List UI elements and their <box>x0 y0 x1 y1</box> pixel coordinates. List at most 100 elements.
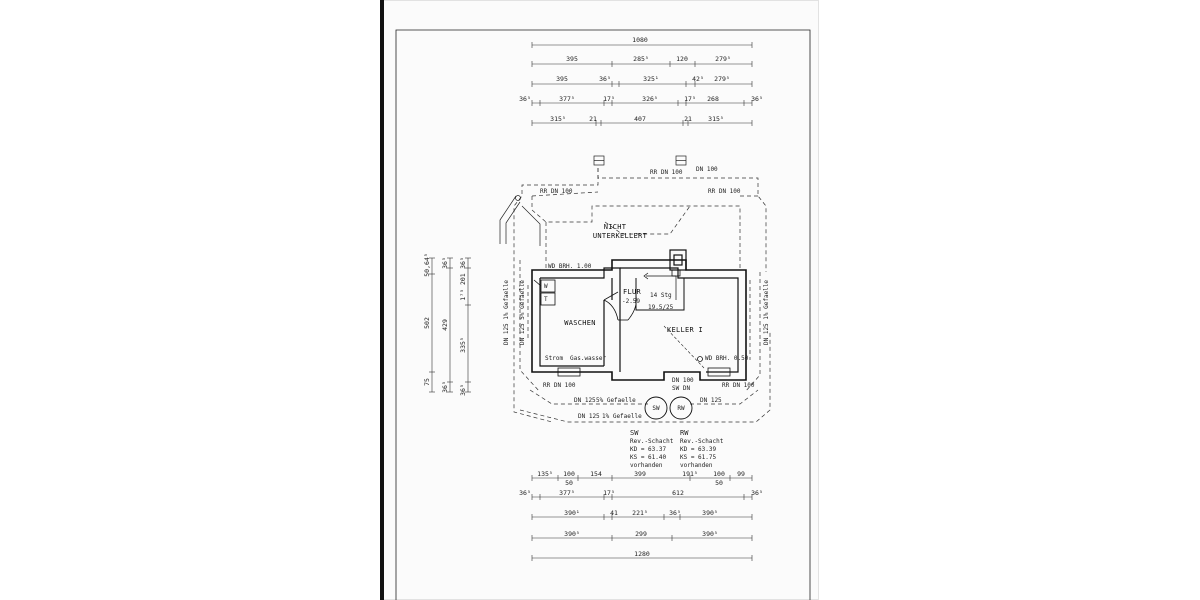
dim-left-3-1: 36⁵ <box>459 257 467 269</box>
label-t: T <box>544 296 548 303</box>
dim-bot-2-4: 612 <box>672 489 684 497</box>
dim-bot-1-2: 100 <box>563 470 575 478</box>
dim-top-5-1: 315⁵ <box>550 115 566 123</box>
room-nicht-unterkellert-2: UNTERKELLERT <box>593 232 648 240</box>
label-rr-dn100-4: RR DN 100 <box>543 382 576 389</box>
shaft-sw-ks: KS = 61.40 <box>630 454 667 461</box>
dim-left-1-1: 50,64⁵ <box>423 253 431 276</box>
dim-bot-1-6: 100 <box>713 470 725 478</box>
bottom-dimensions <box>531 475 753 561</box>
sheet-edge <box>380 0 384 600</box>
label-stairs-ratio: 19.5/25 <box>648 304 674 311</box>
left-dimensions <box>429 257 471 393</box>
shaft-rw-status: vorhanden <box>680 462 713 469</box>
room-flur: FLUR <box>623 288 642 296</box>
dim-bot-3-4: 36⁵ <box>669 509 681 517</box>
dim-left-2-1: 36⁵ <box>441 257 449 269</box>
dim-bot-2-1: 36⁵ <box>519 489 531 497</box>
label-right-pipe: DN 125 1% Gefaelle <box>763 280 770 345</box>
dim-top-4-1: 36⁵ <box>519 95 531 103</box>
dim-top-2-4: 279⁵ <box>715 55 731 63</box>
label-gefaelle-5: 5% Gefaelle <box>596 397 636 404</box>
label-wd-brh-left: WD BRH. 1.00 <box>548 263 592 270</box>
label-stairs-count: 14 Stg <box>650 292 672 299</box>
dim-left-1-3: 75 <box>423 378 431 386</box>
top-dimensions <box>531 42 753 126</box>
label-w: W <box>544 283 548 290</box>
dim-bot-4-3: 390⁵ <box>702 530 718 538</box>
stair-landing-marker <box>671 269 681 277</box>
top-dimension-labels: 1080 395 285⁵ 120 279⁵ 395 36⁵ 325¹ 42⁵ … <box>519 36 763 123</box>
dim-top-5-3: 407 <box>634 115 646 123</box>
dim-bot-2-3: 17⁵ <box>603 489 615 497</box>
label-dn125-bottom: DN 125 <box>578 413 600 420</box>
label-left-pipe-2: DN 125 5% Gefaelle <box>519 280 526 345</box>
dim-top-3-3: 325¹ <box>643 75 659 83</box>
dim-bot-1-4: 399 <box>634 470 646 478</box>
dim-top-5-2: 21 <box>589 115 597 123</box>
left-dimension-labels: 50,64⁵ 502 75 36⁵ 429 36⁵ 36⁵ 1⁷⁵ 201 33… <box>423 253 467 396</box>
rw-manhole <box>669 396 693 420</box>
dim-bot-3-1: 390¹ <box>564 509 580 517</box>
shaft-info-sw: SW Rev.-Schacht KD = 63.37 KS = 61.40 vo… <box>630 429 674 469</box>
label-rr-dn100-5: RR DN 100 <box>722 382 755 389</box>
label-dn100-top: DN 100 <box>696 166 718 173</box>
dim-bot-3-5: 390⁵ <box>702 509 718 517</box>
label-sw-dn: SW DN <box>672 385 690 392</box>
label-gefaelle-1: 1% Gefaelle <box>602 413 642 420</box>
flur-door <box>603 291 637 321</box>
dim-bot-1-7: 99 <box>737 470 745 478</box>
dim-left-3-2: 1⁷⁵ 201 <box>459 273 467 300</box>
shaft-rw-type: Rev.-Schacht <box>680 438 724 445</box>
label-gas-wasser: Gas.wasser <box>570 355 607 362</box>
dim-top-4-7: 36⁵ <box>751 95 763 103</box>
label-left-pipe-1: DN 125 1% Gefaelle <box>503 280 510 345</box>
dim-bot-5-1: 1280 <box>634 550 650 558</box>
label-dn125-mid: DN 125 <box>574 397 596 404</box>
room-flur-level: -2.59 <box>622 298 640 305</box>
dim-left-2-3: 36⁵ <box>441 381 449 393</box>
dim-top-3-5: 279⁵ <box>714 75 730 83</box>
shaft-rw-kd: KD = 63.39 <box>680 446 717 453</box>
shaft-sw-status: vorhanden <box>630 462 663 469</box>
dim-bot-2-5: 36⁵ <box>751 489 763 497</box>
sw-manhole <box>644 396 668 420</box>
dim-left-2-2: 429 <box>441 319 449 331</box>
light-wells <box>557 367 731 377</box>
pipe-labels: RR DN 100 RR DN 100 DN 100 RR DN 100 WD … <box>503 166 770 420</box>
dim-top-3-1: 395 <box>556 75 568 83</box>
dim-left-1-2: 502 <box>423 317 431 329</box>
dim-top-5-5: 315⁵ <box>708 115 724 123</box>
dim-top-3-2: 36⁵ <box>599 75 611 83</box>
dim-top-4-4: 326⁵ <box>642 95 658 103</box>
shaft-sw-type: Rev.-Schacht <box>630 438 674 445</box>
dim-bot-1-1: 135⁵ <box>537 470 553 478</box>
label-dn125-right: DN 125 <box>700 397 722 404</box>
dim-top-2-1: 395 <box>566 55 578 63</box>
floor-drain <box>697 356 703 362</box>
label-sw-circle: SW <box>652 405 660 412</box>
manholes <box>644 396 693 420</box>
dim-top-4-6: 268 <box>707 95 719 103</box>
room-nicht-unterkellert-1: NICHT <box>604 223 627 231</box>
dim-top-4-3: 17⁵ <box>603 95 615 103</box>
dim-top-2-2: 285⁵ <box>633 55 649 63</box>
washer-dryer-boxes <box>533 279 556 306</box>
bottom-dimension-labels: 135⁵ 100 154 399 191⁵ 100 99 50 50 36⁵ 3… <box>519 470 763 558</box>
dim-bot-3-3: 221⁵ <box>632 509 648 517</box>
dim-left-3-3: 335⁵ <box>459 337 467 353</box>
dim-top-1-1: 1080 <box>632 36 648 44</box>
shaft-sw-kd: KD = 63.37 <box>630 446 667 453</box>
label-rr-dn100-2: RR DN 100 <box>650 169 683 176</box>
dim-bot-1-sub-1: 50 <box>565 479 573 487</box>
roof-outlet-symbols <box>593 155 687 166</box>
label-rr-dn100-1: RR DN 100 <box>540 188 573 195</box>
right-drain-pipe <box>744 272 761 393</box>
shaft-info-rw: RW Rev.-Schacht KD = 63.39 KS = 61.75 vo… <box>680 429 724 469</box>
label-strom: Strom <box>545 355 563 362</box>
foundation-outline <box>513 168 771 423</box>
corner-drain-bends <box>499 195 541 246</box>
dim-top-5-4: 21 <box>684 115 692 123</box>
label-dn100-bottom: DN 100 <box>672 377 694 384</box>
